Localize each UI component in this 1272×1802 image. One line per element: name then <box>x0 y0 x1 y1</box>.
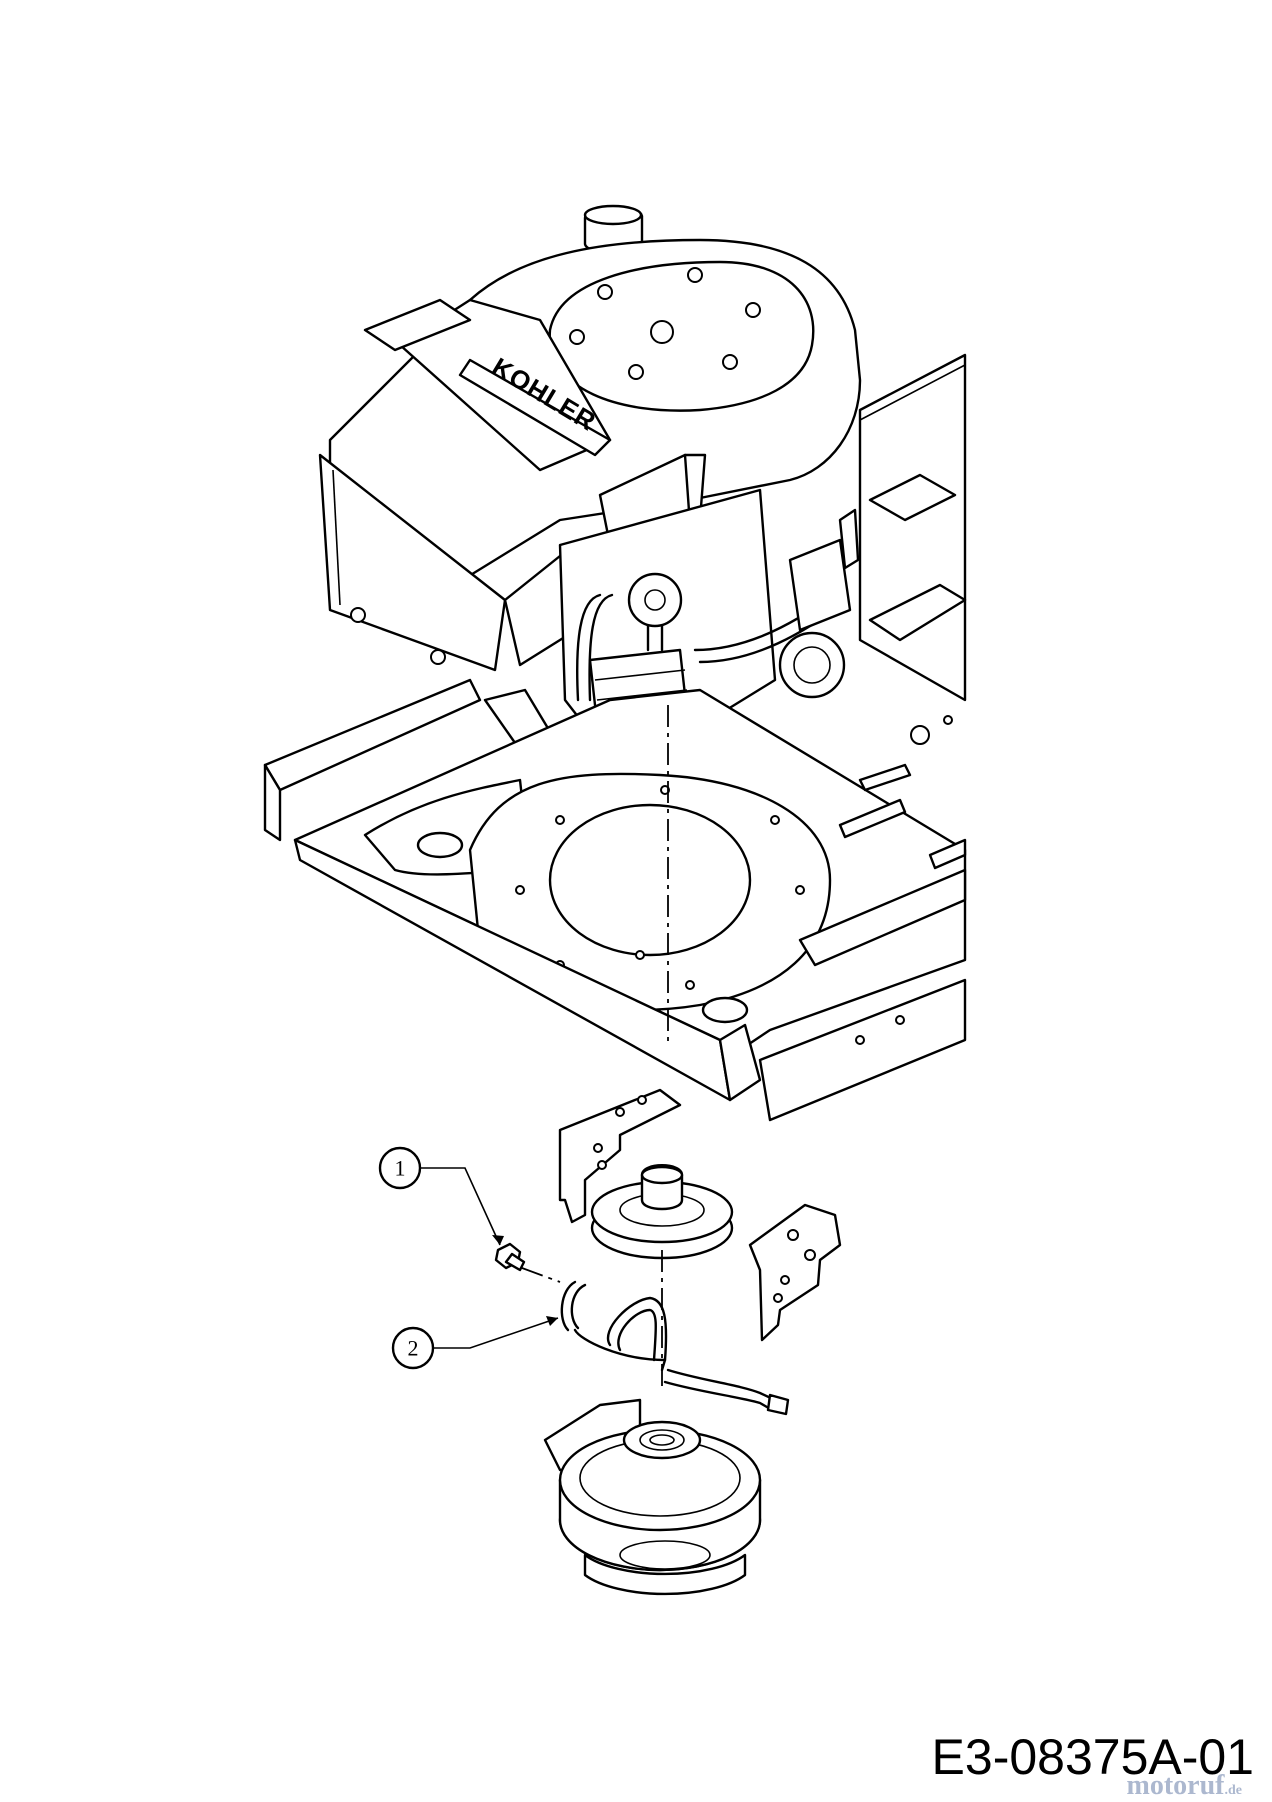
right-mount-bracket <box>750 1205 840 1340</box>
electric-pto-clutch <box>545 1400 760 1594</box>
callout-1: 1 <box>380 1148 504 1245</box>
watermark-main: motoruf <box>1127 1770 1225 1801</box>
bolt-part <box>496 1244 524 1270</box>
wire-harness <box>562 1282 788 1414</box>
callout-2-number: 2 <box>408 1336 419 1361</box>
watermark: motoruf.de <box>1127 1770 1242 1802</box>
engine-assembly: KOHLER <box>320 206 860 760</box>
callout-2: 2 <box>393 1316 558 1368</box>
engine-mount-opening <box>550 805 750 955</box>
flywheel-cover <box>550 262 813 411</box>
drive-pulley <box>592 1165 732 1258</box>
watermark-suffix: .de <box>1225 1783 1243 1798</box>
callout-1-number: 1 <box>395 1156 406 1181</box>
